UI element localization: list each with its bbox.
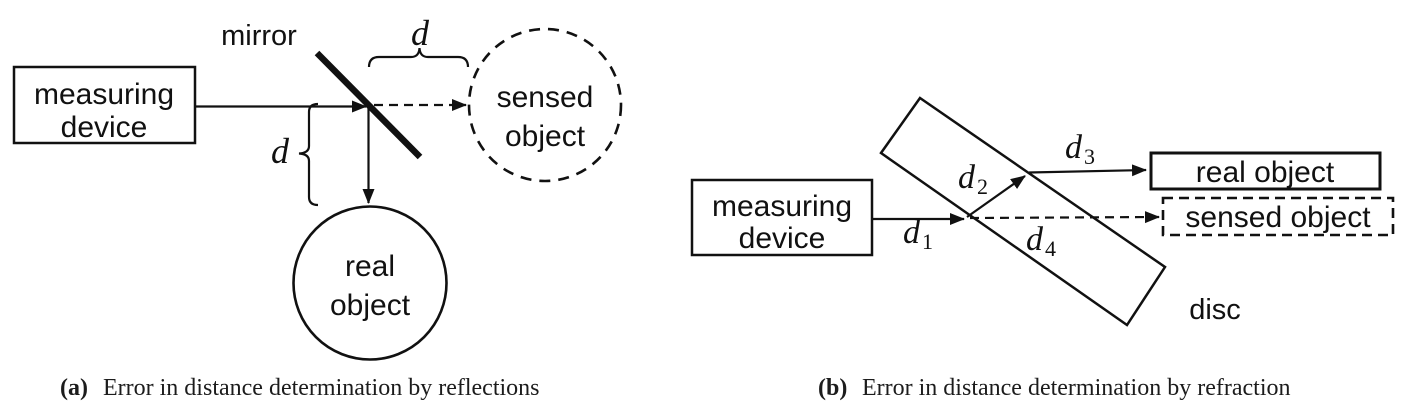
fig-b-d1-label: d — [903, 214, 921, 251]
fig-a-side-distance-brace — [298, 102, 319, 207]
fig-b-disc-shape — [879, 96, 1167, 327]
fig-b-measuring-device-label-line1: measuring — [712, 190, 852, 223]
fig-a-caption-label: (a) — [60, 375, 88, 401]
fig-b-d2-arrow — [966, 175, 1026, 218]
fig-a-top-distance-brace — [367, 47, 470, 68]
fig-a-mirror-label: mirror — [221, 20, 297, 52]
fig-b-d1-subscript: 1 — [922, 229, 933, 254]
fig-b-d4-label: d — [1026, 221, 1044, 258]
fig-b-disc-label: disc — [1189, 294, 1241, 326]
fig-a-measuring-device-label-line1: measuring — [34, 78, 174, 111]
fig-a-real-object-label-line2: object — [330, 289, 411, 322]
fig-b-caption-text: Error in distance determination by refra… — [862, 375, 1291, 401]
fig-b-d4-subscript: 4 — [1045, 236, 1056, 261]
figure-a-caption: (a) Error in distance determination by r… — [60, 375, 540, 401]
fig-b-caption-label: (b) — [818, 375, 847, 401]
fig-b-measuring-device-box — [690, 178, 874, 257]
figure-b-caption: (b) Error in distance determination by r… — [818, 375, 1291, 401]
fig-a-sensed-object-label-line2: object — [505, 120, 586, 153]
fig-a-measuring-device-box — [12, 65, 197, 145]
fig-b-measuring-device-label-line2: device — [739, 222, 826, 255]
fig-a-mirror-line — [314, 50, 423, 160]
fig-a-real-object-circle — [292, 205, 448, 361]
fig-b-d4-dashed-arrow — [969, 211, 1160, 224]
fig-b-d2-label: d — [958, 159, 976, 196]
fig-a-measuring-device-label-line2: device — [61, 111, 148, 144]
fig-b-real-object-box — [1149, 151, 1382, 191]
fig-b-sensed-object-box — [1161, 196, 1395, 237]
figure-a-diagram: measuring device mirror d d sensed objec… — [12, 13, 623, 361]
fig-b-d2-subscript: 2 — [977, 174, 988, 199]
fig-b-d3-label: d — [1065, 129, 1083, 166]
fig-a-real-object-label-line1: real — [345, 250, 395, 283]
fig-b-d3-arrow — [1028, 164, 1147, 177]
fig-a-distance-label-side: d — [271, 131, 290, 171]
fig-b-real-object-label: real object — [1196, 156, 1335, 189]
fig-a-distance-label-top: d — [411, 13, 430, 53]
fig-a-caption-text: Error in distance determination by refle… — [103, 375, 540, 401]
figure-b-diagram: disc measuring device d 1 d 2 d 3 d 4 re… — [690, 96, 1395, 327]
fig-b-sensed-object-label: sensed object — [1185, 201, 1371, 234]
fig-b-d3-subscript: 3 — [1084, 144, 1095, 169]
fig-a-sensed-object-circle — [467, 27, 623, 183]
fig-a-sensed-object-label-line1: sensed — [497, 81, 594, 114]
